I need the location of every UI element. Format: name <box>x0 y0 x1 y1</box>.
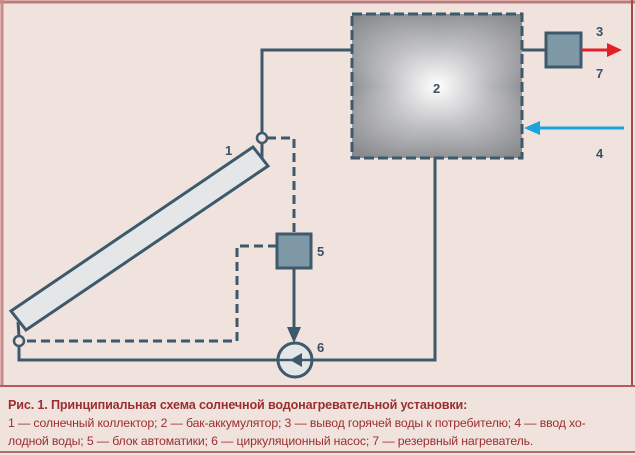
storage-tank <box>350 12 524 160</box>
circulation-pump <box>276 341 314 379</box>
sensor-dashed-lines <box>24 136 296 343</box>
label-pump: 6 <box>317 340 324 355</box>
label-backup-heater: 7 <box>596 66 603 81</box>
backup-heater-block <box>544 31 583 69</box>
caption-bottom-rule <box>0 451 635 453</box>
bottom-sensor-node <box>12 334 26 348</box>
top-sensor-node <box>255 131 269 145</box>
label-collector: 1 <box>225 143 232 158</box>
hot-supply-pipe <box>260 48 352 145</box>
label-hot-water-out: 3 <box>596 24 603 39</box>
solar-collector <box>8 143 271 337</box>
hot-water-arrow <box>581 43 622 57</box>
label-cold-water-in: 4 <box>596 146 604 161</box>
caption-title: Рис. 1. Принципиальная схема солнечной в… <box>8 398 468 412</box>
figure-caption: Рис. 1. Принципиальная схема солнечной в… <box>8 396 628 450</box>
caption-legend-line-1: 1 — солнечный коллектор; 2 — бак-аккумул… <box>8 416 586 430</box>
label-automation-block: 5 <box>317 244 324 259</box>
label-tank: 2 <box>433 81 440 96</box>
automation-block <box>275 232 313 270</box>
caption-legend-line-2: лодной воды; 5 — блок автоматики; 6 — ци… <box>8 434 534 448</box>
cold-water-arrow <box>524 121 624 135</box>
control-signal-arrow <box>287 268 301 343</box>
return-pipe <box>17 158 437 362</box>
diagram-frame <box>0 0 635 387</box>
